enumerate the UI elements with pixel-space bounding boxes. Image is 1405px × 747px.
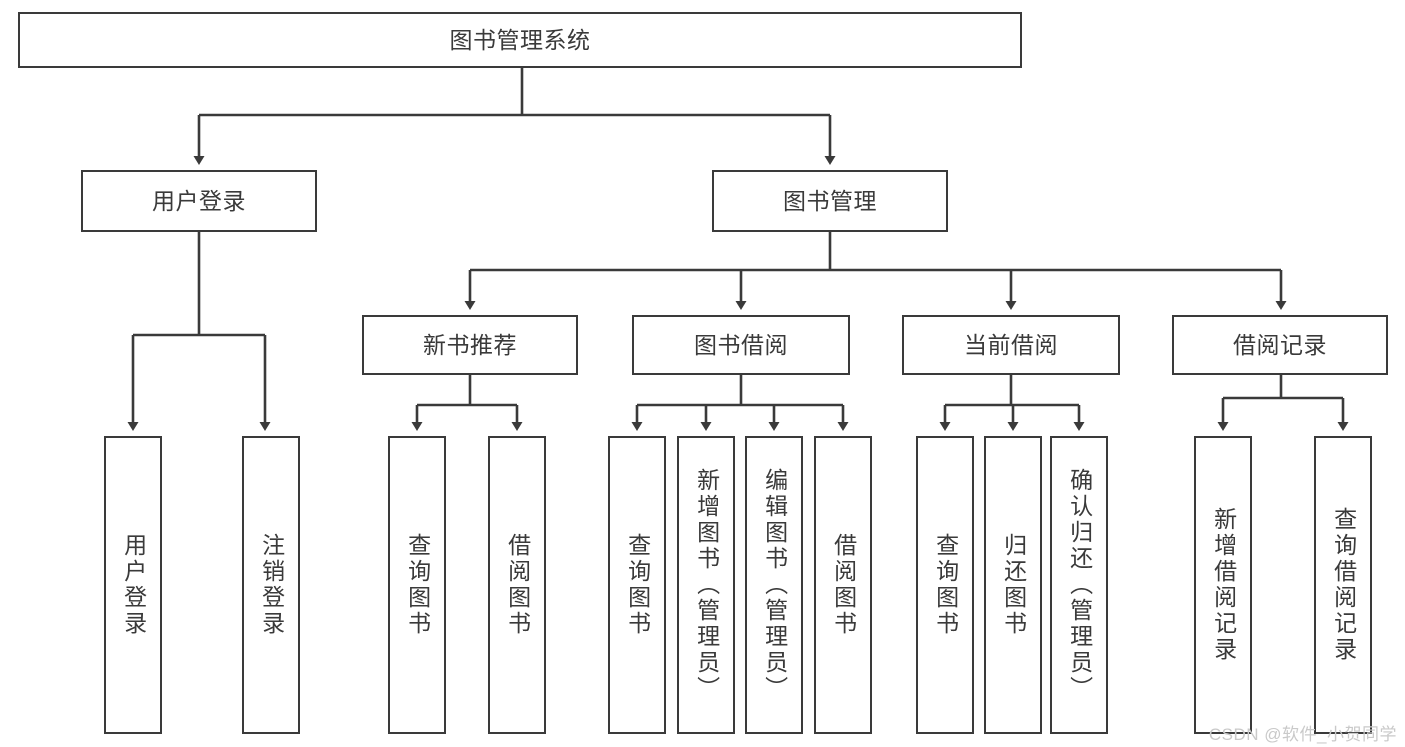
leaf-label: 查询借阅记录 <box>1330 507 1357 663</box>
leaf-borrow-record-query[interactable]: 查询借阅记录 <box>1314 436 1372 734</box>
leaf-new-book-query[interactable]: 查询图书 <box>388 436 446 734</box>
node-borrow-record[interactable]: 借阅记录 <box>1172 315 1388 375</box>
leaf-current-borrow-confirm[interactable]: 确认归还（管理员） <box>1050 436 1108 734</box>
leaf-label: 确认归还（管理员） <box>1066 468 1093 702</box>
leaf-new-book-borrow[interactable]: 借阅图书 <box>488 436 546 734</box>
leaf-label: 注销登录 <box>258 533 285 637</box>
node-book-management[interactable]: 图书管理 <box>712 170 948 232</box>
leaf-label: 新增借阅记录 <box>1210 507 1237 663</box>
leaf-user-login-logout[interactable]: 注销登录 <box>242 436 300 734</box>
node-current-borrow[interactable]: 当前借阅 <box>902 315 1120 375</box>
node-current-borrow-label: 当前借阅 <box>964 331 1058 358</box>
leaf-user-login-login[interactable]: 用户登录 <box>104 436 162 734</box>
leaf-label: 用户登录 <box>120 533 147 637</box>
leaf-borrow-record-add[interactable]: 新增借阅记录 <box>1194 436 1252 734</box>
leaf-label: 新增图书（管理员） <box>693 468 720 702</box>
watermark: CSDN @软件_小贺同学 <box>1208 725 1397 744</box>
leaf-book-borrow-add[interactable]: 新增图书（管理员） <box>677 436 735 734</box>
leaf-label: 查询图书 <box>624 533 651 637</box>
leaf-book-borrow-borrow[interactable]: 借阅图书 <box>814 436 872 734</box>
leaf-label: 归还图书 <box>1000 533 1027 637</box>
leaf-current-borrow-return[interactable]: 归还图书 <box>984 436 1042 734</box>
leaf-label: 借阅图书 <box>830 533 857 637</box>
leaf-label: 查询图书 <box>932 533 959 637</box>
node-root[interactable]: 图书管理系统 <box>18 12 1022 68</box>
node-root-label: 图书管理系统 <box>449 26 591 53</box>
node-borrow-record-label: 借阅记录 <box>1233 331 1327 358</box>
node-user-login-label: 用户登录 <box>152 187 246 214</box>
node-new-book-recommend[interactable]: 新书推荐 <box>362 315 578 375</box>
leaf-book-borrow-edit[interactable]: 编辑图书（管理员） <box>745 436 803 734</box>
leaf-label: 查询图书 <box>404 533 431 637</box>
node-book-management-label: 图书管理 <box>783 187 877 214</box>
node-book-borrow[interactable]: 图书借阅 <box>632 315 850 375</box>
leaf-label: 借阅图书 <box>504 533 531 637</box>
node-user-login[interactable]: 用户登录 <box>81 170 317 232</box>
leaf-book-borrow-query[interactable]: 查询图书 <box>608 436 666 734</box>
leaf-current-borrow-query[interactable]: 查询图书 <box>916 436 974 734</box>
node-book-borrow-label: 图书借阅 <box>694 331 788 358</box>
node-new-book-recommend-label: 新书推荐 <box>423 331 517 358</box>
leaf-label: 编辑图书（管理员） <box>761 468 788 702</box>
